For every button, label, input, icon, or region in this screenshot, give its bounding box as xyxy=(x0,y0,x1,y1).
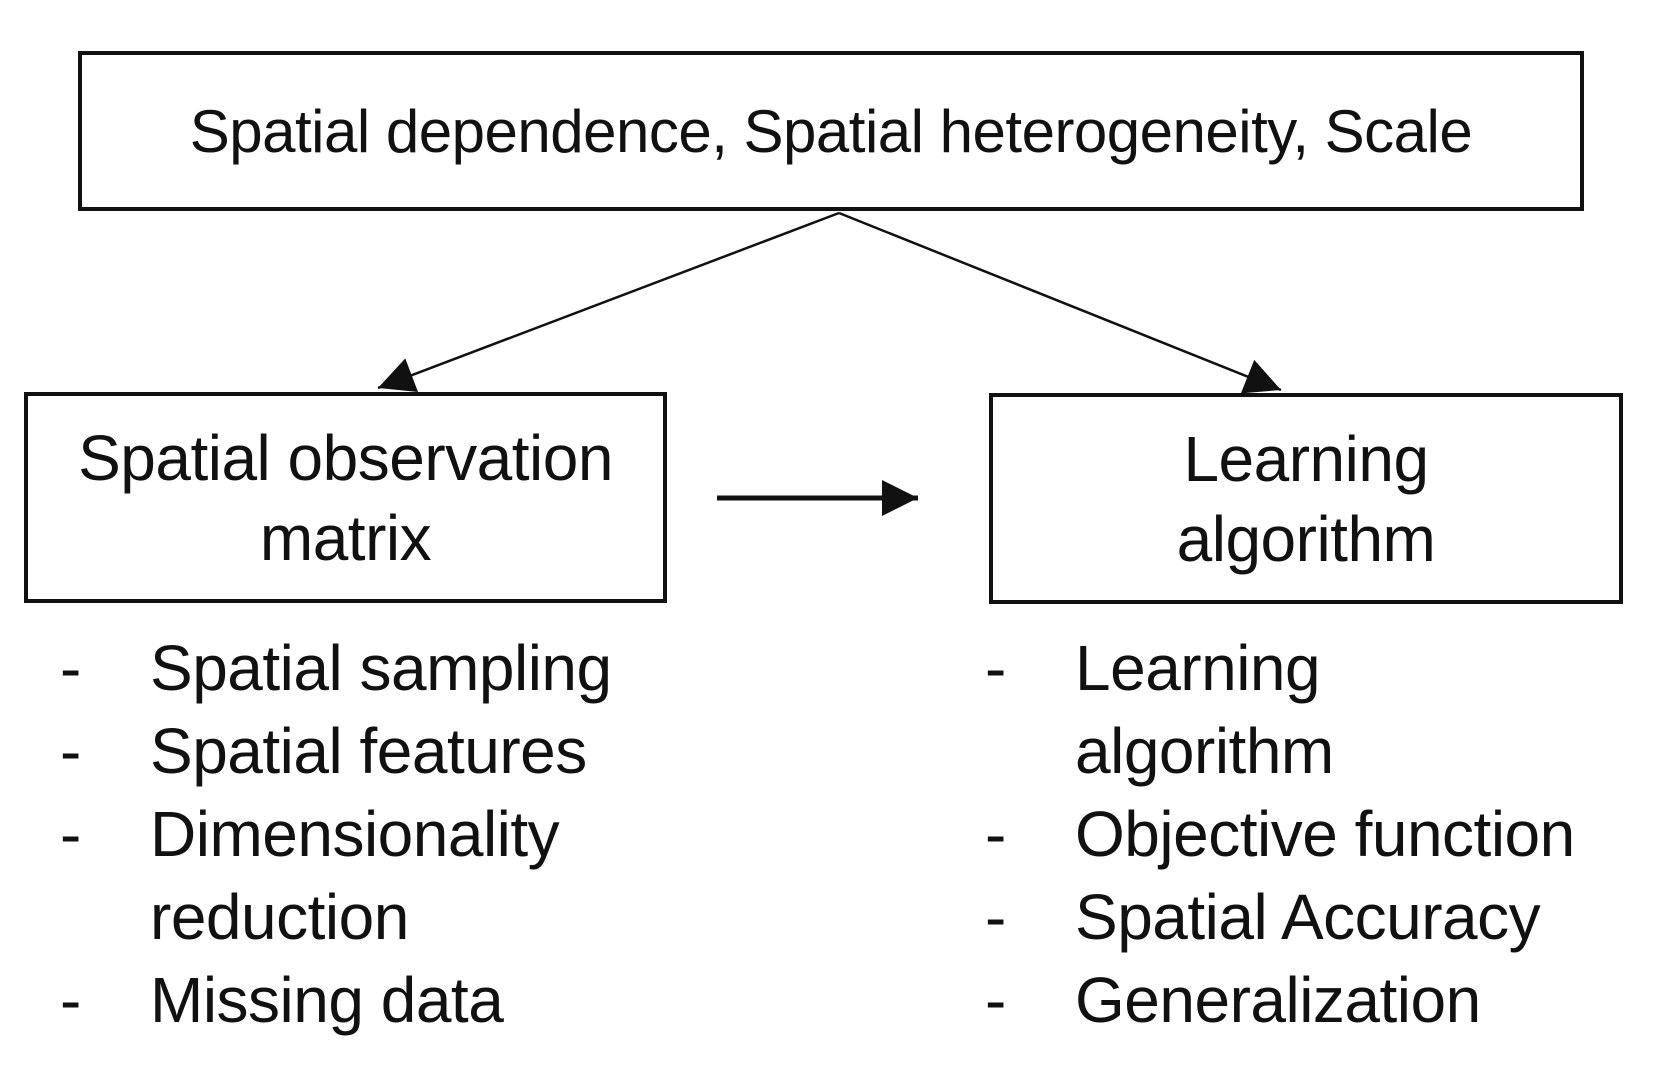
list-item: - Spatial Accuracy xyxy=(985,876,1595,959)
dash-bullet-icon: - xyxy=(985,632,1006,704)
list-item-label: Missing data xyxy=(150,964,504,1036)
list-item-label: Spatial sampling xyxy=(150,632,612,704)
list-item-label: Spatial Accuracy xyxy=(1075,881,1541,953)
dash-bullet-icon: - xyxy=(985,881,1006,953)
list-item-label: Dimensionality reduction xyxy=(150,798,560,953)
dash-bullet-icon: - xyxy=(60,715,81,787)
list-item-label: Objective function xyxy=(1075,798,1575,870)
dash-bullet-icon: - xyxy=(60,798,81,870)
list-item-label: Generalization xyxy=(1075,964,1481,1036)
list-item: - Missing data xyxy=(60,959,670,1042)
list-item: - Spatial features xyxy=(60,710,670,793)
list-item: - Spatial sampling xyxy=(60,627,670,710)
dash-bullet-icon: - xyxy=(60,964,81,1036)
right-box-learning-algorithm: Learning algorithm xyxy=(989,393,1623,604)
left-box-spatial-observation-matrix: Spatial observation matrix xyxy=(24,392,667,603)
top-box-spatial-concepts: Spatial dependence, Spatial heterogeneit… xyxy=(78,51,1584,211)
arrow-top-to-right-box xyxy=(838,211,1282,394)
dash-bullet-icon: - xyxy=(60,632,81,704)
list-item: - Dimensionality reduction xyxy=(60,793,670,959)
list-item: - Learning algorithm xyxy=(985,627,1595,793)
dash-bullet-icon: - xyxy=(985,964,1006,1036)
list-item: - Generalization xyxy=(985,959,1595,1042)
list-item: - Objective function xyxy=(985,793,1595,876)
left-box-label: Spatial observation matrix xyxy=(78,421,613,574)
arrow-top-to-left-box xyxy=(377,211,840,393)
top-box-label: Spatial dependence, Spatial heterogeneit… xyxy=(189,97,1473,165)
list-item-label: Learning algorithm xyxy=(1075,632,1334,787)
right-box-bullet-list: - Learning algorithm - Objective functio… xyxy=(985,627,1595,1042)
list-item-label: Spatial features xyxy=(150,715,587,787)
left-box-bullet-list: - Spatial sampling - Spatial features - … xyxy=(60,627,670,1042)
right-box-label: Learning algorithm xyxy=(1176,422,1436,575)
dash-bullet-icon: - xyxy=(985,798,1006,870)
